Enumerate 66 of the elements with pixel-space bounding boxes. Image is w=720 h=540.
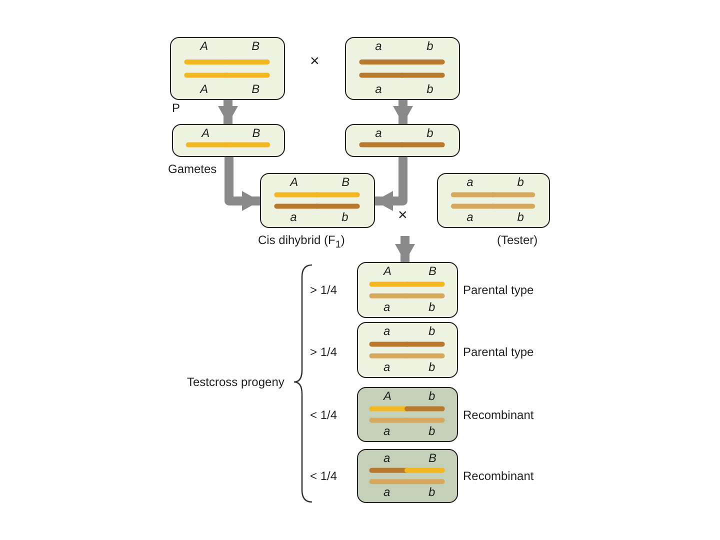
allele-label: b — [428, 486, 436, 499]
allele-label: b — [342, 211, 348, 224]
fraction-label: < 1/4 — [310, 469, 338, 483]
allele-label: A — [200, 83, 208, 96]
allele-label: b — [426, 40, 434, 53]
allele-label: b — [426, 127, 434, 140]
allele-label: a — [375, 40, 382, 53]
chromosome-box — [357, 322, 458, 378]
chromosome-box — [170, 37, 285, 100]
allele-label: b — [428, 425, 436, 438]
allele-label: a — [383, 301, 390, 314]
fraction-label: < 1/4 — [310, 408, 338, 422]
node-label: Recombinant — [463, 469, 534, 483]
chromosome-box — [357, 387, 458, 442]
allele-label: a — [466, 176, 474, 189]
allele-label: A — [383, 390, 392, 403]
allele-label: A — [383, 265, 392, 278]
chromosome-box — [345, 37, 460, 100]
node-label: Parental type — [463, 345, 534, 359]
node-label: Recombinant — [463, 408, 534, 422]
chromosome-box — [345, 124, 460, 157]
node-label: Cis dihybrid (F$_{1}$) — [258, 233, 345, 252]
node-label: Gametes — [168, 162, 217, 176]
chromosome-box — [260, 173, 375, 228]
allele-label: B — [252, 40, 260, 53]
allele-label: b — [428, 390, 436, 403]
allele-label: a — [290, 211, 297, 224]
chromosome-box — [357, 262, 458, 318]
allele-label: b — [428, 301, 436, 314]
allele-label: B — [252, 83, 260, 96]
allele-label: B — [342, 176, 350, 189]
group-label: Testcross progeny — [187, 375, 284, 389]
allele-label: b — [428, 325, 436, 338]
allele-label: A — [200, 40, 208, 53]
allele-label: a — [383, 425, 390, 438]
arrow — [393, 100, 413, 124]
arrow — [218, 100, 238, 124]
fraction-label: > 1/4 — [310, 283, 338, 297]
chromosome-box — [437, 173, 550, 228]
allele-label: A — [290, 176, 298, 189]
chromosome-box — [172, 124, 285, 157]
chromosome-box — [357, 449, 458, 503]
arrow — [224, 157, 260, 211]
fraction-label: > 1/4 — [310, 345, 338, 359]
allele-label: a — [375, 83, 382, 96]
allele-label: a — [383, 361, 390, 374]
allele-label: a — [383, 452, 390, 465]
allele-label: a — [466, 211, 474, 224]
allele-label: b — [426, 83, 434, 96]
allele-label: A — [202, 127, 210, 140]
allele-label: b — [517, 211, 524, 224]
allele-label: b — [517, 176, 524, 189]
allele-label: a — [383, 486, 390, 499]
node-label: P — [172, 101, 180, 115]
cross-sign: × — [310, 55, 320, 69]
node-label: (Tester) — [497, 233, 538, 247]
allele-label: a — [383, 325, 390, 338]
arrow — [375, 157, 408, 211]
allele-label: b — [428, 361, 436, 374]
cross-sign: × — [398, 209, 408, 223]
node-label: Parental type — [463, 283, 534, 297]
arrow — [395, 236, 415, 262]
allele-label: a — [375, 127, 382, 140]
allele-label: B — [428, 265, 437, 278]
allele-label: B — [428, 452, 437, 465]
allele-label: B — [252, 127, 260, 140]
